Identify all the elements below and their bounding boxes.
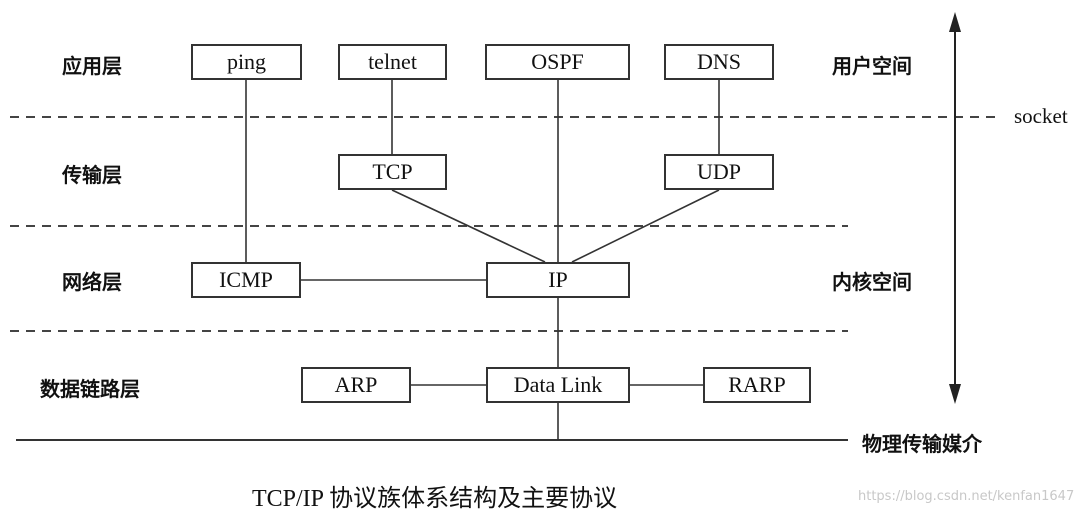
ospf-box: OSPF <box>485 44 630 80</box>
tcp-box: TCP <box>338 154 447 190</box>
kernel-space-label: 内核空间 <box>832 270 912 294</box>
datalink-layer-label: 数据链路层 <box>40 377 140 401</box>
transport-layer-label: 传输层 <box>62 163 122 187</box>
space-arrow-down-head <box>949 384 961 404</box>
application-layer-label: 应用层 <box>62 54 122 78</box>
rarp-box: RARP <box>703 367 811 403</box>
network-layer-label: 网络层 <box>62 270 122 294</box>
user-space-label: 用户空间 <box>832 54 912 78</box>
udp-ip-connector <box>571 189 720 263</box>
csdn-watermark: https://blog.csdn.net/kenfan1647 <box>858 489 1075 504</box>
arp-box: ARP <box>301 367 411 403</box>
datalink-box: Data Link <box>486 367 630 403</box>
ip-box: IP <box>486 262 630 298</box>
telnet-box: telnet <box>338 44 447 80</box>
tcp-ip-connector <box>391 189 546 263</box>
icmp-box: ICMP <box>191 262 301 298</box>
ping-box: ping <box>191 44 302 80</box>
dns-box: DNS <box>664 44 774 80</box>
udp-box: UDP <box>664 154 774 190</box>
diagram-caption: TCP/IP 协议族体系结构及主要协议 <box>252 486 618 512</box>
socket-label: socket <box>1014 104 1068 128</box>
space-arrow-up-head <box>949 12 961 32</box>
physical-medium-label: 物理传输媒介 <box>862 432 982 456</box>
